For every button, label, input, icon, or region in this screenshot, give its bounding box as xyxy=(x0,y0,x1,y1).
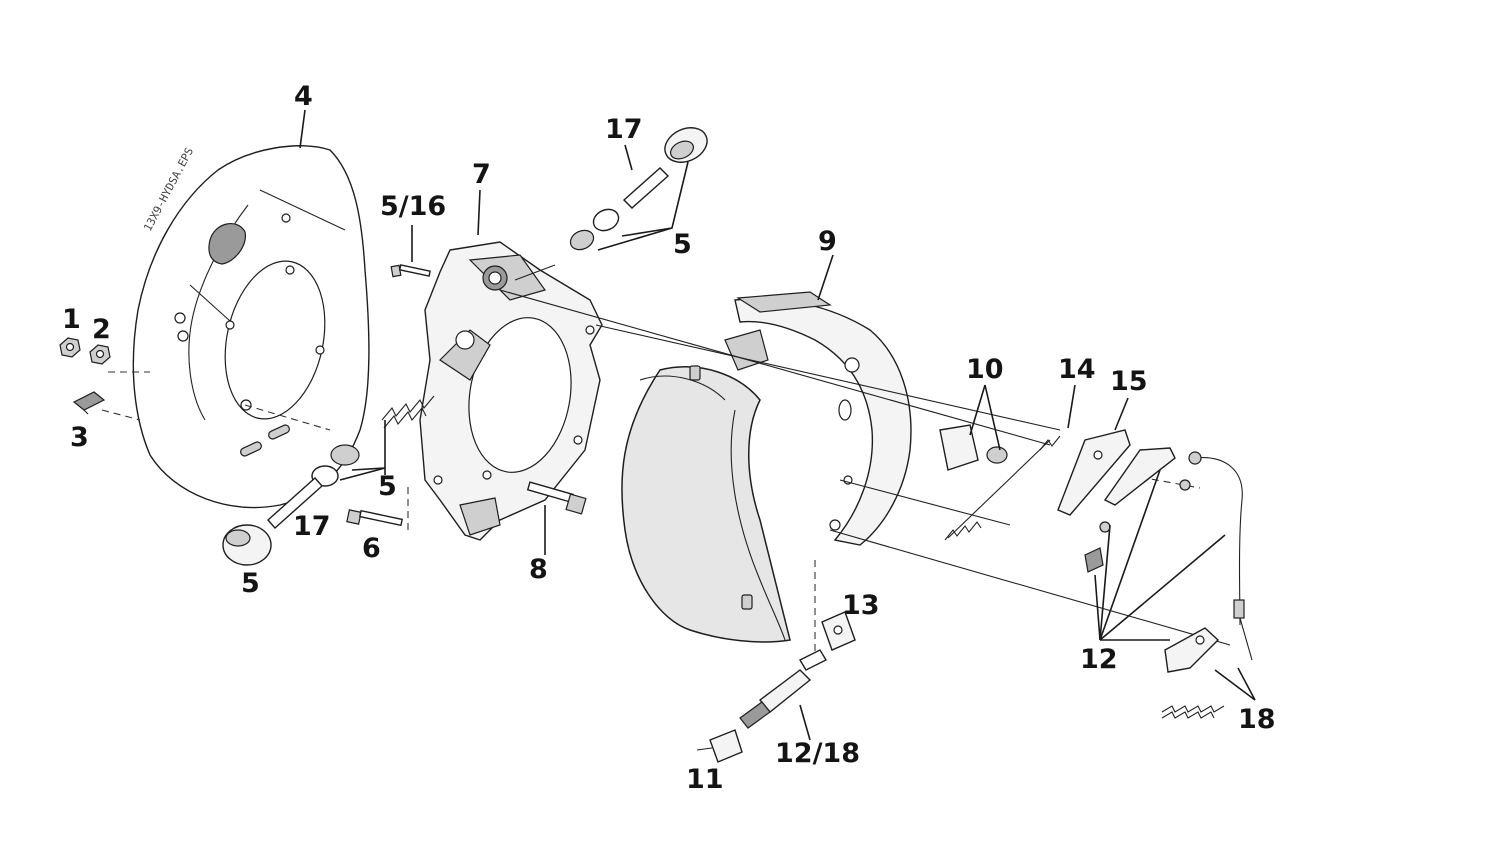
callout-10: 10 xyxy=(966,354,1004,385)
adjuster-spring xyxy=(944,435,1061,541)
piston-boot-lower xyxy=(222,444,360,566)
spring-part xyxy=(381,395,435,429)
callout-7: 7 xyxy=(472,159,491,190)
callout-4: 4 xyxy=(294,81,313,112)
washer-part xyxy=(89,344,111,365)
callout-14: 14 xyxy=(1058,354,1096,385)
callout-12-18: 12/18 xyxy=(775,738,860,769)
bolt-6 xyxy=(346,509,403,527)
nut-part xyxy=(59,337,81,358)
callout-17-top: 17 xyxy=(605,114,643,145)
callout-2: 2 xyxy=(92,314,111,345)
clip-13 xyxy=(821,611,856,651)
callout-1: 1 xyxy=(62,304,81,335)
clip-11 xyxy=(696,729,743,763)
callout-labels: 1 2 3 4 5 5 5 5/16 6 7 8 9 10 11 12 12/1… xyxy=(62,81,1276,795)
callout-5-bottom: 5 xyxy=(241,568,260,599)
callout-13: 13 xyxy=(842,590,880,621)
actuating-lever xyxy=(1164,627,1220,673)
anchor-plate xyxy=(419,241,603,541)
bolt-8 xyxy=(526,481,587,515)
callout-6: 6 xyxy=(362,533,381,564)
adjuster-hardware xyxy=(1084,479,1191,573)
brake-shoe-lining xyxy=(621,365,791,643)
return-spring xyxy=(1161,705,1225,719)
adjuster-plate xyxy=(939,424,1008,471)
clip-part xyxy=(72,391,106,415)
leader-lines xyxy=(299,109,1256,741)
bolt-5-16 xyxy=(390,264,431,278)
callout-9: 9 xyxy=(818,226,837,257)
pawl-part xyxy=(1103,447,1176,506)
callout-5-16: 5/16 xyxy=(380,191,446,222)
brake-shoe-rear xyxy=(724,291,912,546)
callout-3: 3 xyxy=(70,422,89,453)
piston-upper xyxy=(569,127,708,251)
callout-11: 11 xyxy=(686,764,724,795)
lever-part xyxy=(1057,429,1131,516)
callout-5-top: 5 xyxy=(673,229,692,260)
cable-part xyxy=(1188,451,1253,661)
leader-3 xyxy=(101,409,141,421)
callout-12: 12 xyxy=(1080,644,1118,675)
callout-18: 18 xyxy=(1238,704,1276,735)
callout-15: 15 xyxy=(1110,366,1148,397)
callout-5-left: 5 xyxy=(378,471,397,502)
adjuster-screw xyxy=(739,649,827,729)
callout-8: 8 xyxy=(529,554,548,585)
callout-17-bottom: 17 xyxy=(293,511,331,542)
